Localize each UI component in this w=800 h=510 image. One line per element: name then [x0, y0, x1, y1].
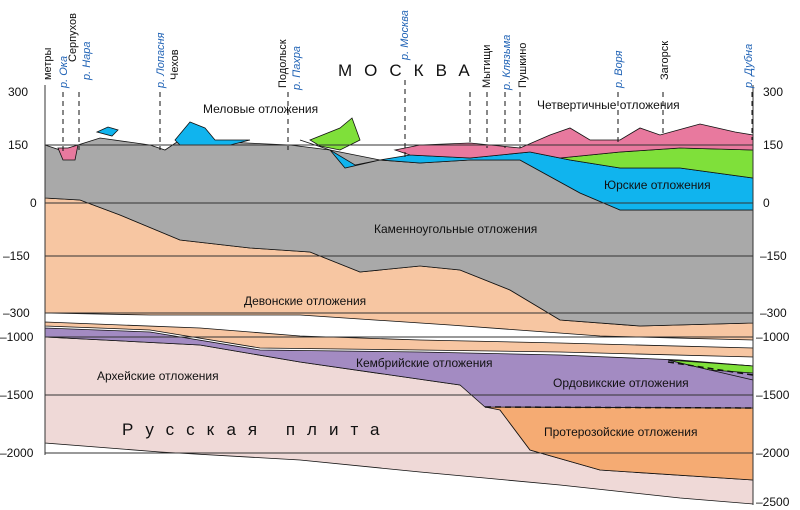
right-tick-m2000: –2000 — [756, 446, 790, 460]
cretaceous-layer — [309, 117, 361, 151]
jurassic-label: Юрские отложения — [604, 178, 711, 192]
river-lopasnya-label: р. Лопасня — [155, 32, 167, 89]
right-tick-m300: –300 — [760, 306, 787, 320]
quaternary-label: Четвертичные отложения — [537, 98, 680, 112]
proterozoic-boundary — [484, 406, 754, 409]
right-tick-m150: –150 — [760, 249, 787, 263]
archean-label: Архейские отложения — [97, 369, 219, 383]
right-tick-m1000: –1000 — [756, 330, 790, 344]
city-mytishchi-label: Мытищи — [481, 45, 493, 88]
left-tick-m150: –150 — [3, 249, 30, 263]
right-tick-m1500: –1500 — [756, 388, 790, 402]
devonian-label: Девонские отложения — [244, 294, 366, 308]
jurassic-top-left — [174, 121, 251, 146]
city-chekhov-label: Чехов — [169, 49, 181, 80]
city-zagorsk-label: Загорск — [659, 41, 671, 80]
cambrian-label: Кембрийские отложения — [356, 356, 493, 370]
jurassic-small-left — [95, 126, 119, 137]
river-dubna-label: р. Дубна — [743, 44, 755, 89]
russian-plate-label: Русская плита — [122, 420, 392, 439]
river-klyazma-label: р. Клязьма — [501, 35, 513, 91]
left-tick-150: 150 — [8, 138, 28, 152]
right-tick-150: 150 — [763, 138, 783, 152]
proterozoic-label: Протерозойские отложения — [544, 425, 698, 439]
city-pushkino-label: Пушкино — [517, 43, 529, 88]
river-moskva-label: р. Москва — [399, 10, 411, 61]
city-serpukhov-label: Серпухов — [67, 13, 79, 62]
left-tick-m2000: –2000 — [0, 446, 34, 460]
left-tick-m1000: –1000 — [0, 330, 34, 344]
ordovician-boundary — [667, 361, 754, 376]
city-podolsk-label: Подольск — [277, 39, 289, 88]
left-tick-m1500: –1500 — [0, 388, 34, 402]
river-nara-label: р. Нара — [81, 41, 93, 81]
gridlines — [45, 144, 753, 454]
right-tick-0: 0 — [763, 196, 770, 210]
river-vorya-label: р. Воря — [613, 50, 625, 89]
carboniferous-label: Каменноугольные отложения — [374, 222, 537, 236]
location-markers — [62, 80, 753, 160]
right-tick-300: 300 — [763, 85, 783, 99]
right-tick-m2500: –2500 — [756, 495, 790, 509]
moscow-label: МОСКВА — [338, 61, 482, 80]
river-pakhra-label: р. Пахра — [291, 46, 303, 91]
quaternary-layer — [393, 123, 754, 159]
ordovician-label: Ордовикские отложения — [553, 376, 689, 390]
left-tick-300: 300 — [8, 85, 28, 99]
left-tick-m300: –300 — [3, 306, 30, 320]
river-oka-label: р. Ока — [58, 56, 70, 89]
left-tick-0: 0 — [30, 196, 37, 210]
axis-unit-label: метры — [42, 48, 54, 80]
cretaceous-label: Меловые отложения — [203, 102, 318, 116]
